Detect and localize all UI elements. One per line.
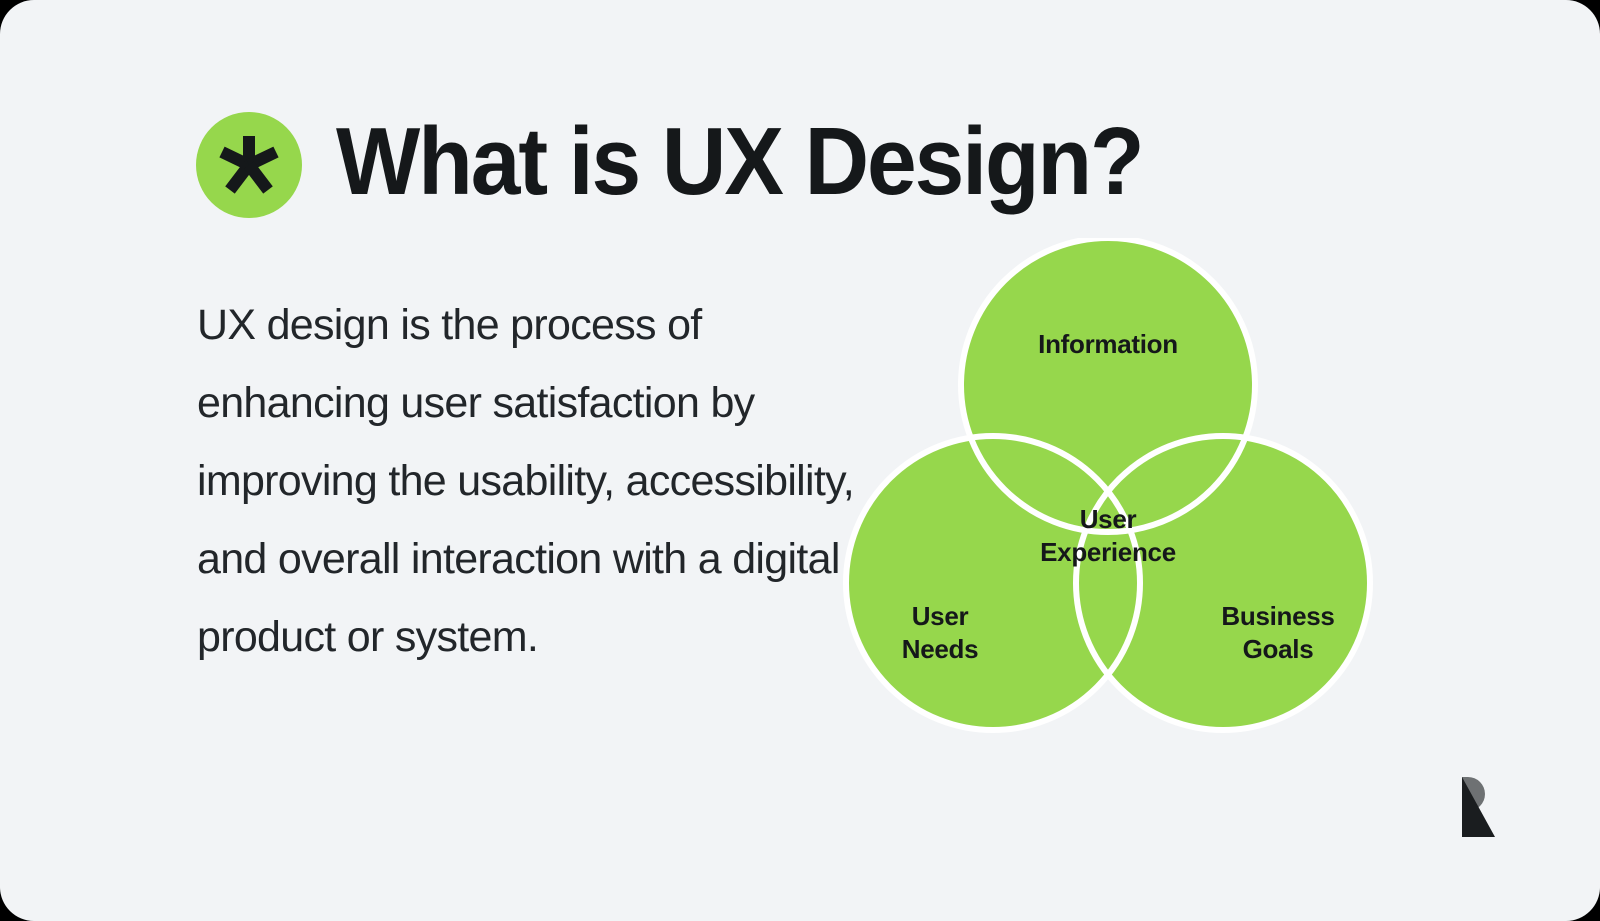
logo-wedge	[1462, 777, 1495, 837]
venn-label-business-goals-line1: Business	[1221, 601, 1334, 631]
venn-outlines	[843, 238, 1373, 733]
description-paragraph: UX design is the process of enhancing us…	[197, 301, 855, 661]
venn-label-user-experience-line2: Experience	[1040, 537, 1176, 567]
venn-diagram: Information User Experience User Needs B…	[830, 238, 1390, 783]
venn-label-user-needs-line2: Needs	[902, 634, 979, 664]
venn-circle-user-needs	[846, 436, 1140, 730]
venn-label-user-needs-line1: User	[912, 601, 969, 631]
venn-label-business-goals-line2: Goals	[1243, 634, 1314, 664]
brand-logo	[1449, 777, 1495, 837]
venn-label-information: Information	[1038, 329, 1178, 359]
header: What is UX Design?	[196, 112, 1203, 218]
venn-circles	[846, 238, 1370, 730]
page-title: What is UX Design?	[336, 108, 1145, 215]
asterisk-badge	[196, 112, 302, 218]
venn-label-user-experience-line1: User	[1080, 504, 1137, 534]
venn-circle-business-goals	[1076, 436, 1370, 730]
